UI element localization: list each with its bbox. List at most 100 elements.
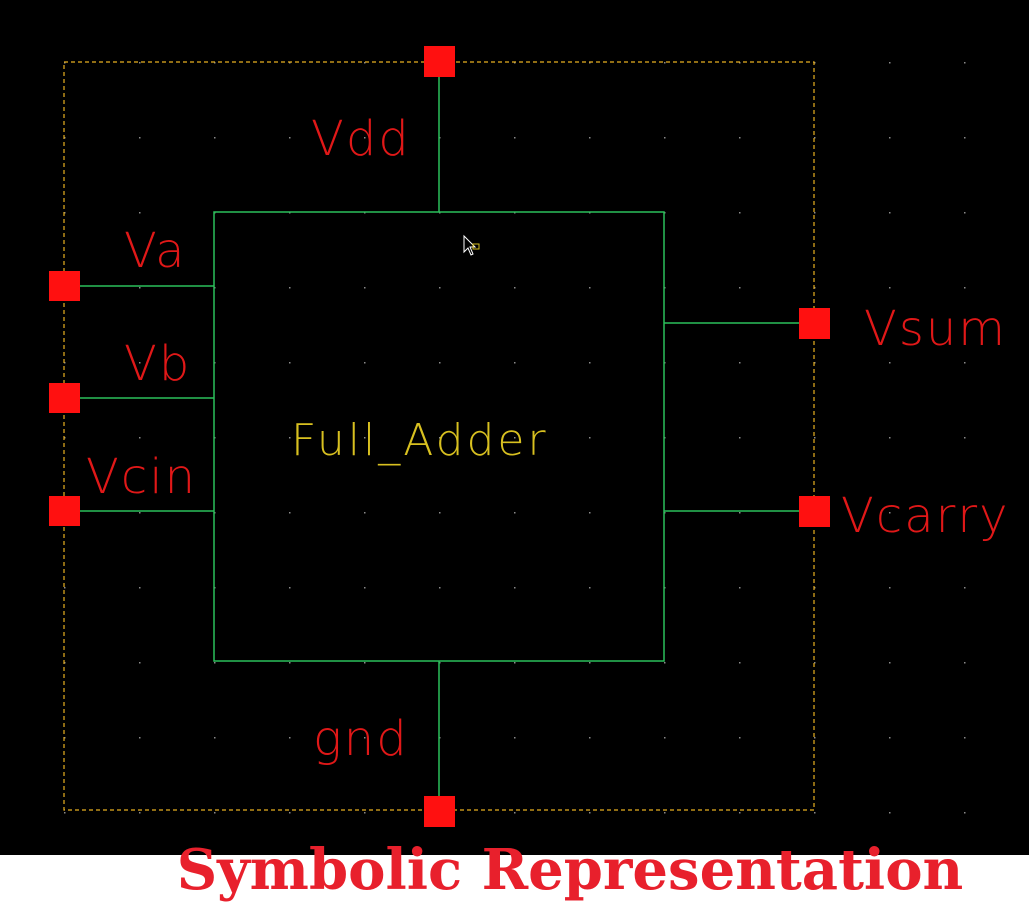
grid-dot <box>739 812 741 814</box>
grid-dot <box>964 512 966 514</box>
pin-vcin[interactable] <box>49 496 80 526</box>
grid-dot <box>514 362 516 364</box>
pin-vdd[interactable] <box>424 46 455 77</box>
grid-dot <box>64 212 66 214</box>
grid-dot <box>664 737 666 739</box>
grid-dot <box>439 512 441 514</box>
grid-dot <box>589 287 591 289</box>
grid-dot <box>739 437 741 439</box>
pin-vcarry[interactable] <box>799 496 830 527</box>
grid-dot <box>889 62 891 64</box>
grid-dot <box>814 212 816 214</box>
label-va: Va <box>124 223 187 279</box>
grid-dot <box>964 362 966 364</box>
pin-gnd[interactable] <box>424 796 455 827</box>
grid-dot <box>589 812 591 814</box>
grid-dot <box>214 62 216 64</box>
grid-dot <box>364 587 366 589</box>
grid-dot <box>814 812 816 814</box>
grid-dot <box>589 662 591 664</box>
grid-dot <box>289 737 291 739</box>
grid-dot <box>139 437 141 439</box>
grid-dot <box>364 737 366 739</box>
grid-dot <box>814 287 816 289</box>
grid-dot <box>139 812 141 814</box>
grid-dot <box>964 587 966 589</box>
grid-dot <box>514 662 516 664</box>
grid-dot <box>139 362 141 364</box>
grid-dot <box>814 137 816 139</box>
grid-dot <box>739 287 741 289</box>
grid-dot <box>814 437 816 439</box>
grid-dot <box>814 737 816 739</box>
grid-dot <box>589 137 591 139</box>
grid-dot <box>589 62 591 64</box>
grid-dot <box>439 287 441 289</box>
grid-dot <box>289 362 291 364</box>
grid-dot <box>514 437 516 439</box>
grid-dot <box>964 212 966 214</box>
grid-dot <box>289 587 291 589</box>
grid-dot <box>664 662 666 664</box>
grid-dot <box>889 137 891 139</box>
grid-dot <box>64 737 66 739</box>
grid-dot <box>64 62 66 64</box>
grid-dot <box>64 137 66 139</box>
cell-name-label: Full_Adder <box>291 415 549 466</box>
grid-dot <box>589 737 591 739</box>
grid-dot <box>889 662 891 664</box>
grid-dot <box>964 812 966 814</box>
grid-dot <box>739 737 741 739</box>
grid-dot <box>364 287 366 289</box>
grid-dot <box>889 362 891 364</box>
grid-dot <box>739 587 741 589</box>
grid-dot <box>139 662 141 664</box>
pin-va[interactable] <box>49 271 80 301</box>
grid-dot <box>964 287 966 289</box>
grid-dot <box>964 737 966 739</box>
grid-dot <box>214 737 216 739</box>
grid-dot <box>139 287 141 289</box>
wires <box>64 62 814 810</box>
label-vb: Vb <box>124 336 191 392</box>
grid-dot <box>64 662 66 664</box>
pin-vb[interactable] <box>49 383 80 413</box>
grid-dot <box>664 137 666 139</box>
grid-dot <box>439 437 441 439</box>
grid-dot <box>964 662 966 664</box>
grid-dot <box>364 662 366 664</box>
label-vcarry: Vcarry <box>841 488 1010 544</box>
grid-dot <box>214 812 216 814</box>
grid-dot <box>739 137 741 139</box>
grid-dot <box>364 62 366 64</box>
grid-dot <box>139 137 141 139</box>
grid-dot <box>289 512 291 514</box>
grid-dot <box>214 137 216 139</box>
grid-dot <box>589 362 591 364</box>
caption-title: Symbolic Representation <box>176 837 964 903</box>
grid-dot <box>889 587 891 589</box>
grid-dot <box>814 62 816 64</box>
grid-dot <box>439 587 441 589</box>
grid-dot <box>739 512 741 514</box>
grid-dot <box>514 812 516 814</box>
grid-dot <box>964 62 966 64</box>
grid-dot <box>514 737 516 739</box>
grid-dot <box>289 62 291 64</box>
grid-dot <box>739 362 741 364</box>
label-vdd: Vdd <box>311 111 411 167</box>
grid-dot <box>739 662 741 664</box>
grid-dot <box>439 362 441 364</box>
grid-dot <box>814 362 816 364</box>
pin-vsum[interactable] <box>799 308 830 339</box>
label-vcin: Vcin <box>86 449 197 505</box>
grid-dot <box>64 587 66 589</box>
grid-dot <box>214 662 216 664</box>
grid-dot <box>964 137 966 139</box>
grid-dot <box>64 362 66 364</box>
grid-dot <box>589 437 591 439</box>
grid-dot <box>364 137 366 139</box>
grid-dot <box>514 512 516 514</box>
schematic-canvas[interactable]: Vdd Va Vb Vcin Vsum Vcarry gnd Full_Adde… <box>0 0 1029 855</box>
grid-dot <box>364 812 366 814</box>
